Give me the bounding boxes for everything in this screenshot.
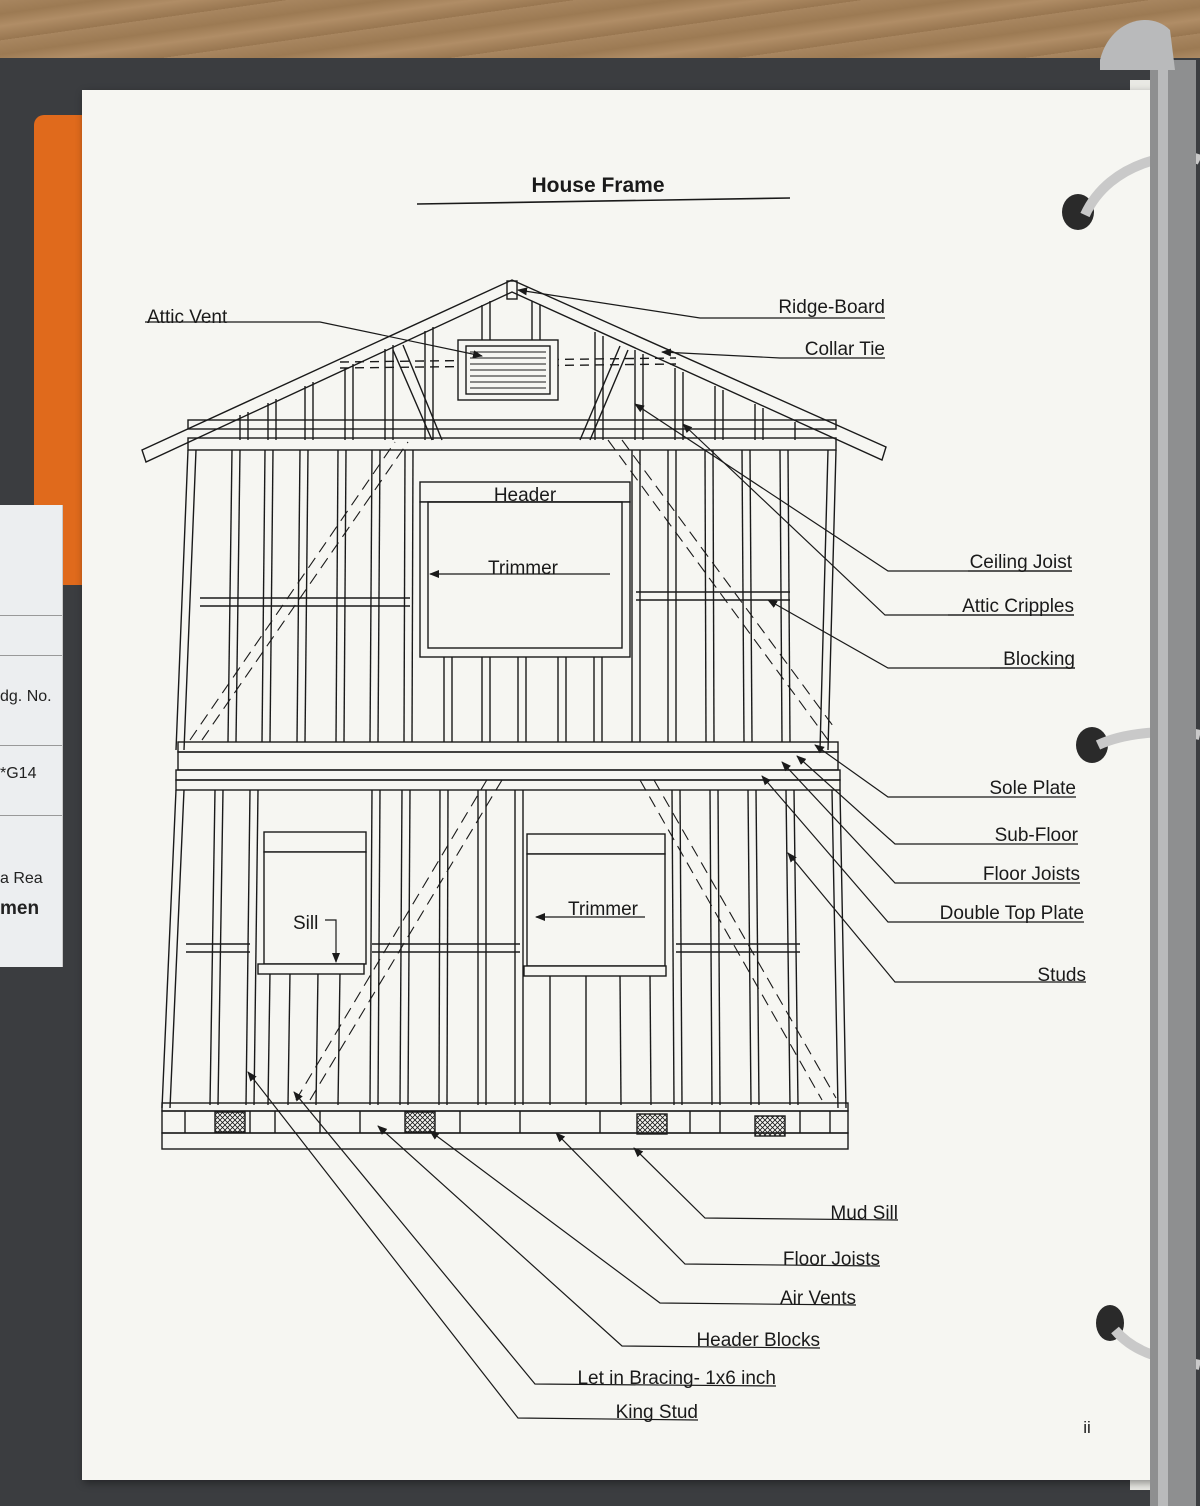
label-ridge-board: Ridge-Board: [778, 297, 885, 318]
air-vent-1: [214, 1111, 246, 1133]
sole-plate: [177, 741, 839, 753]
leader-double-top-plate: [761, 775, 1084, 923]
label-attic-vent: Attic Vent: [147, 307, 228, 328]
punch-hole-2: [1076, 727, 1108, 763]
ring-lever: [1100, 20, 1175, 70]
upper-studs: [227, 449, 791, 743]
attic-vent-louvers: [470, 351, 546, 389]
ring-spine-highlight: [1158, 60, 1168, 1506]
lower-right-window-sill: [523, 965, 667, 977]
leader-sub-floor: [796, 755, 1078, 845]
title-underline: [416, 197, 791, 205]
let-in-bracing: [189, 439, 837, 1101]
leader-attic-vent: [145, 321, 483, 359]
label-king-stud: King Stud: [616, 1402, 698, 1423]
label-air-vents: Air Vents: [780, 1288, 856, 1309]
lower-wall-edges: [161, 789, 847, 1109]
floor-joist-ends: [184, 1111, 831, 1133]
underlying-sheet: dg. No. *G14 a Rea men: [0, 505, 63, 967]
label-studs: Studs: [1037, 965, 1086, 986]
leader-king-stud: [247, 1071, 699, 1421]
leader-collar-tie: [661, 348, 885, 359]
leader-sole-plate: [814, 744, 1076, 798]
attic-vent-inner: [465, 345, 551, 395]
sub-floor: [177, 751, 839, 771]
lower-right-window-header: [526, 833, 666, 855]
leader-sill: [325, 919, 340, 963]
upper-double-top-plate: [187, 437, 837, 451]
lower-sole-plate: [161, 1102, 849, 1112]
lower-top-plate: [175, 779, 841, 791]
roof-rafters: [141, 279, 887, 463]
sheet-text-2: *G14: [0, 765, 37, 782]
label-header: Header: [494, 485, 557, 506]
label-attic-cripples: Attic Cripples: [962, 596, 1074, 617]
label-mud-sill: Mud Sill: [830, 1203, 898, 1224]
labels: Attic Vent Ridge-Board Collar Tie Header…: [147, 297, 1086, 1423]
lower-left-window-sill: [257, 963, 365, 975]
gable-braces: [392, 344, 629, 441]
label-double-top-plate: Double Top Plate: [940, 903, 1084, 924]
leader-ridge-board: [517, 287, 885, 319]
upper-blocking: [200, 591, 790, 607]
label-sill: Sill: [293, 913, 318, 934]
air-vent-2: [404, 1111, 436, 1133]
label-trimmer-upper: Trimmer: [488, 558, 559, 579]
sheet-text-3: a Rea: [0, 870, 43, 887]
label-floor-joists-right: Floor Joists: [983, 864, 1080, 885]
sheet-text-4: men: [0, 898, 40, 919]
label-let-in-bracing: Let in Bracing- 1x6 inch: [577, 1368, 776, 1389]
upper-window-frame: [419, 501, 631, 658]
label-trimmer-lower: Trimmer: [568, 899, 639, 920]
mud-sill: [161, 1132, 849, 1150]
air-vent-3: [636, 1113, 668, 1135]
label-underlines: [948, 570, 1075, 669]
upper-wall-edges: [175, 449, 837, 751]
label-sub-floor: Sub-Floor: [995, 825, 1079, 846]
air-vent-4: [754, 1115, 786, 1137]
lower-left-window-header: [263, 831, 367, 853]
label-ceiling-joist: Ceiling Joist: [970, 552, 1073, 573]
label-floor-joists-bottom: Floor Joists: [783, 1249, 880, 1270]
leader-lines: [145, 287, 1086, 1421]
label-blocking: Blocking: [1003, 649, 1075, 670]
page-title: House Frame: [531, 174, 664, 197]
lower-double-top-plate: [175, 769, 841, 781]
label-collar-tie: Collar Tie: [805, 339, 885, 360]
leader-studs: [787, 852, 1086, 983]
label-sole-plate: Sole Plate: [989, 778, 1076, 799]
frame-drawing: [141, 279, 887, 1150]
lower-right-window-opening: [526, 853, 666, 967]
leader-floor-joists-bottom: [555, 1132, 881, 1267]
leader-let-in-bracing: [293, 1091, 777, 1387]
ceiling-joist: [187, 419, 837, 430]
page-number: ii: [1083, 1418, 1091, 1437]
label-header-blocks: Header Blocks: [696, 1330, 820, 1351]
leader-air-vents: [429, 1130, 857, 1306]
binder-rings: [1062, 20, 1200, 1506]
ridge-board: [506, 280, 518, 300]
leader-mud-sill: [633, 1147, 899, 1221]
sheet-text-1: dg. No.: [0, 688, 52, 705]
floor-joist-band: [161, 1110, 849, 1134]
leader-header-blocks: [377, 1125, 821, 1349]
lower-left-window-opening: [263, 851, 367, 965]
ring-spine: [1150, 60, 1196, 1506]
lower-blocking: [186, 943, 800, 953]
leader-floor-joists-right: [781, 761, 1080, 884]
